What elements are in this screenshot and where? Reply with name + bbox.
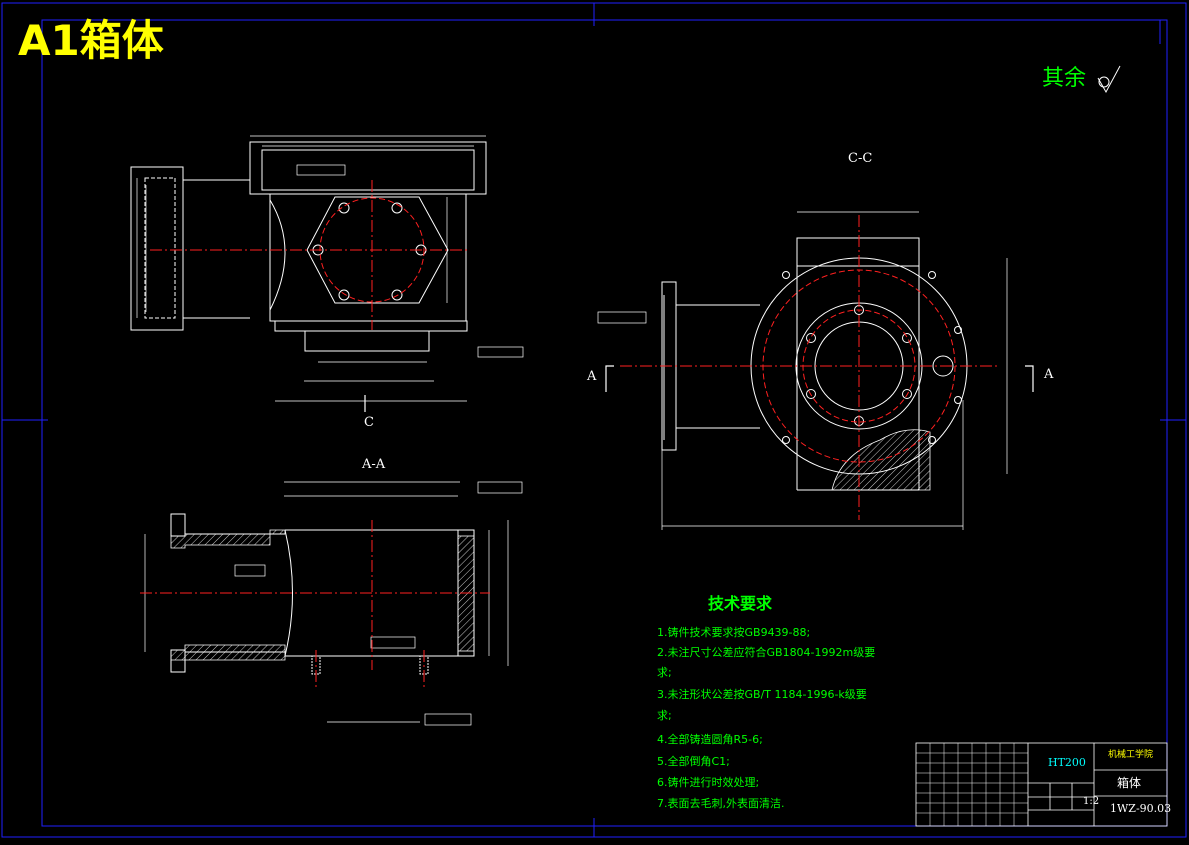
section-arrows-a: [605, 365, 1034, 392]
hatched-section-aa-top: [170, 529, 286, 549]
title-block-material: HT200: [1048, 756, 1086, 769]
top-left-view: [130, 135, 524, 402]
tech-requirement-item: 6.铸件进行时效处理;: [657, 776, 760, 789]
arrow-c-label: C: [364, 415, 374, 430]
tech-requirement-item: 求;: [657, 666, 672, 679]
tech-requirement-item: 1.铸件技术要求按GB9439-88;: [657, 626, 811, 639]
title-block-part-name: 箱体: [1117, 776, 1142, 790]
tech-requirement-item: 4.全部铸造圆角R5-6;: [657, 733, 763, 746]
section-cc-label: C-C: [848, 151, 873, 166]
centering-marks: [2, 3, 1186, 837]
title-block-scale: 1:2: [1083, 796, 1100, 807]
title-block-grid: [915, 742, 1168, 827]
tech-requirement-item: 7.表面去毛刺,外表面清洁.: [657, 797, 785, 810]
tech-requirement-item: 求;: [657, 709, 672, 722]
title-block-drawing-number: 1WZ-90.03: [1110, 802, 1172, 815]
top-left-centerlines: [150, 180, 470, 330]
tech-requirement-item: 5.全部倒角C1;: [657, 755, 730, 768]
hatched-section-aa-bottom: [170, 644, 286, 661]
roughness-symbol-icon: [1097, 65, 1121, 94]
tech-requirements-heading: 技术要求: [708, 594, 773, 613]
section-cc-view: [597, 211, 1008, 530]
tech-requirement-item: 3.未注形状公差按GB/T 1184-1996-k级要: [657, 688, 867, 701]
section-aa-label: A-A: [362, 457, 386, 472]
arrow-a-left-label: A: [587, 369, 597, 384]
roughness-note: 其余: [1042, 66, 1087, 91]
inner-border: [41, 19, 1168, 827]
sheet-title: A1箱体: [18, 16, 164, 65]
section-aa-centerlines: [140, 520, 490, 690]
arrow-a-right-label: A: [1044, 367, 1054, 382]
bolt-holes-top: [312, 202, 427, 301]
bolt-holes-cc: [782, 271, 962, 444]
section-cc-centerlines: [620, 215, 1000, 520]
title-block-school: 机械工学院: [1108, 750, 1154, 760]
tech-requirement-item: 2.未注尺寸公差应符合GB1804-1992m级要: [657, 646, 876, 659]
